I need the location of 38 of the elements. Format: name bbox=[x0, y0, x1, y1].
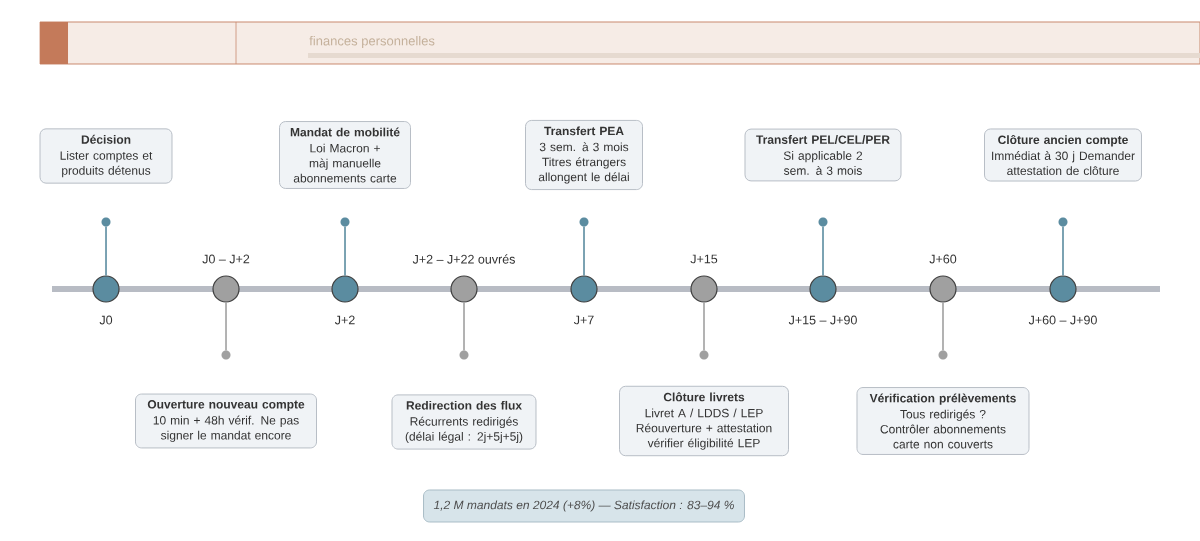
date-label: J0 bbox=[99, 315, 113, 325]
date-label: J+60 – J+90 bbox=[1028, 315, 1097, 325]
stem-line bbox=[822, 225, 824, 277]
milestone-card: Ouverture nouveau compte 10 min + 48h vérif. Ne pas signer le mandat encore bbox=[135, 393, 317, 449]
date-label: J+2 bbox=[334, 315, 355, 325]
date-label: J+15 bbox=[690, 254, 718, 264]
milestone-circle bbox=[690, 275, 718, 303]
stem-line bbox=[1062, 225, 1064, 277]
milestone-circle bbox=[929, 275, 957, 303]
stem-line bbox=[344, 225, 346, 277]
milestone-card: Transfert PEA 3 sem. à 3 mois Titres étrangers allongent le délai bbox=[525, 119, 643, 191]
date-label: J+2 – J+22 ouvrés bbox=[412, 254, 515, 264]
milestone-card: Clôture ancien compte Immédiat à 30 j Demander attestation de clôture bbox=[984, 128, 1142, 182]
subtitle: finances personnelles bbox=[309, 35, 435, 49]
milestone-circle bbox=[570, 275, 598, 303]
date-label: J+7 bbox=[573, 315, 594, 325]
milestone-circle bbox=[809, 275, 837, 303]
milestone-circle bbox=[92, 275, 120, 303]
milestone-circle bbox=[331, 275, 359, 303]
date-label: J+15 – J+90 bbox=[788, 315, 857, 325]
milestone-circle bbox=[450, 275, 478, 303]
milestone-card: Clôture livrets Livret A / LDDS / LEP Réouverture + attestation vérifier éligibilité LEP bbox=[619, 385, 789, 457]
stem-line bbox=[105, 225, 107, 277]
stem-line bbox=[942, 301, 944, 352]
milestone-circle bbox=[1049, 275, 1077, 303]
summary-box: 1,2 M mandats en 2024 (+8%) — Satisfaction : 83–94 % bbox=[423, 489, 745, 523]
milestone-card: Décision Lister comptes et produits détenus bbox=[39, 128, 173, 184]
milestone-circle bbox=[212, 275, 240, 303]
stem-line bbox=[463, 301, 465, 352]
milestone-card: Transfert PEL/CEL/PER Si applicable 2 sem. à 3 mois bbox=[744, 128, 902, 182]
date-label: J+60 bbox=[929, 254, 957, 264]
milestone-card: Vérification prélèvements Tous redirigés ? Contrôler abonnements carte non couverts bbox=[856, 387, 1030, 455]
stem-line bbox=[703, 301, 705, 352]
milestone-card: Mandat de mobilité Loi Macron + màj manuelle abonnements carte bbox=[279, 121, 411, 189]
milestone-card: Redirection des flux Récurrents redirigés (délai légal : 2j+5j+5j) bbox=[391, 394, 537, 450]
date-label: J0 – J+2 bbox=[202, 254, 250, 264]
stem-line bbox=[583, 225, 585, 277]
stem-line bbox=[225, 301, 227, 352]
